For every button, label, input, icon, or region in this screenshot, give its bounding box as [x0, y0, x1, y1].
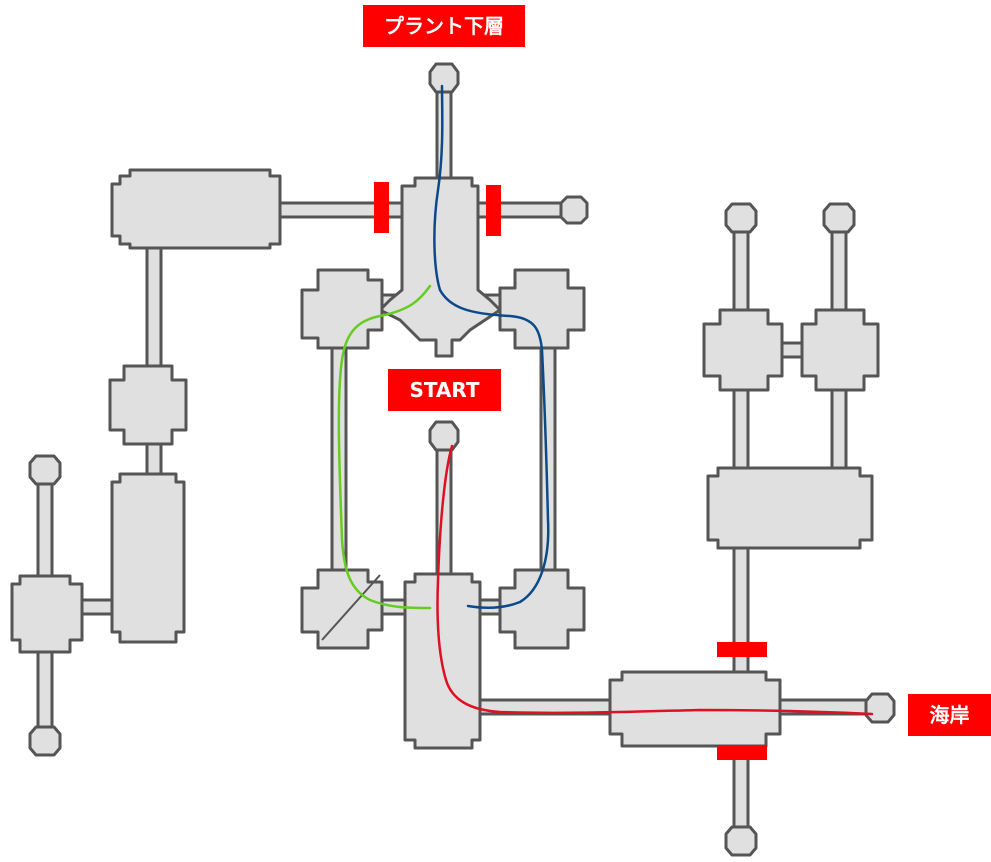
map-room — [300, 568, 384, 650]
map-room — [800, 308, 880, 392]
map-room-tall — [110, 472, 186, 644]
door-marker — [717, 745, 767, 760]
door-marker — [717, 642, 767, 657]
map-node — [559, 195, 589, 225]
doors — [374, 182, 767, 760]
corridor — [36, 638, 54, 742]
rooms — [10, 62, 896, 857]
map-room — [10, 574, 84, 654]
door-marker — [374, 182, 389, 233]
map-room — [498, 268, 586, 350]
routes — [337, 84, 874, 716]
route-start-to-coast — [436, 444, 874, 716]
map-wall-diagonal — [321, 574, 381, 641]
door-marker — [486, 185, 501, 236]
corridor — [36, 468, 54, 582]
map-node — [724, 202, 758, 234]
plant-lower-label: プラント下層 — [363, 5, 525, 47]
map-room — [300, 268, 384, 350]
corridor — [732, 383, 750, 477]
corridor — [830, 383, 848, 477]
corridor — [830, 218, 848, 322]
map-node-coast-exit — [864, 692, 896, 724]
map-room — [108, 364, 188, 446]
map-room — [498, 568, 586, 650]
start-label: START — [388, 369, 501, 411]
map-node — [28, 725, 62, 757]
corridor — [732, 218, 750, 322]
map-node — [822, 202, 856, 234]
map-node-plant-exit — [428, 62, 460, 94]
coast-label: 海岸 — [908, 694, 991, 736]
map-node-start — [428, 420, 460, 452]
map-node — [28, 454, 62, 486]
map-room-hall — [110, 168, 282, 250]
corridor — [145, 233, 163, 377]
route-to-plant-green — [337, 284, 432, 610]
map-room-hall — [706, 466, 874, 550]
route-to-plant-blue — [433, 84, 550, 609]
map-room — [702, 308, 784, 392]
map-node — [724, 825, 758, 857]
